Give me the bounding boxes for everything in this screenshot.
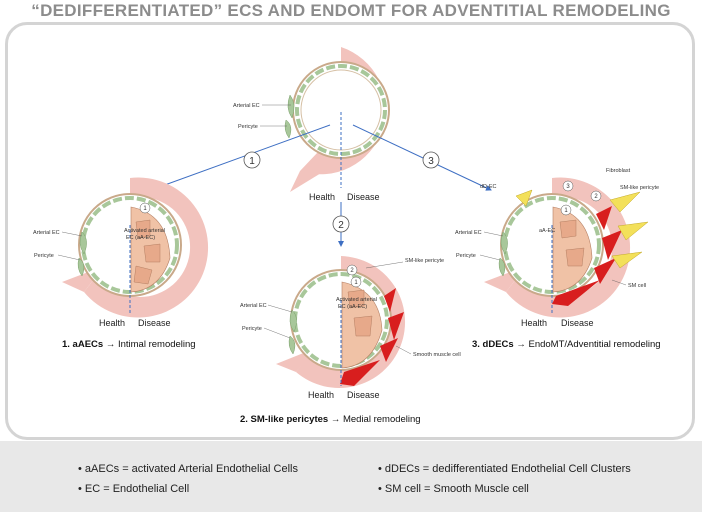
svg-text:2: 2	[594, 194, 598, 200]
svg-text:1: 1	[143, 206, 147, 212]
p3-disease-label: Disease	[561, 318, 594, 328]
top-health-label: Health	[309, 192, 335, 202]
top-pericyte-label: Pericyte	[238, 124, 258, 130]
step-3-number: 3	[428, 156, 434, 167]
p1-activated-ec-label-2: EC (aA-EC)	[126, 235, 155, 241]
legend-item-ddecs: • dDECs = dedifferentiated Endothelial C…	[378, 463, 631, 475]
step-3-marker: 3	[422, 151, 440, 169]
top-disease-label: Disease	[347, 192, 380, 202]
legend-footer: • aAECs = activated Arterial Endothelial…	[0, 441, 702, 512]
step-2-marker: 2	[332, 215, 350, 233]
p3-pericyte-label: Pericyte	[456, 253, 476, 259]
svg-text:2: 2	[350, 268, 354, 274]
p2-smooth-muscle-label: Smooth muscle cell	[413, 352, 461, 358]
p2-pericyte-label: Pericyte	[242, 326, 262, 332]
caption-panel-3: 3. dDECs → EndoMT/Adventitial remodeling	[472, 339, 661, 350]
vessel-panel-3: 3 2 1	[484, 177, 649, 318]
svg-text:1: 1	[354, 280, 358, 286]
p1-arterial-ec-label: Arterial EC	[33, 230, 60, 236]
p3-aa-ec-label: aA-EC	[539, 228, 555, 234]
vessel-panel-1: 1	[62, 177, 209, 318]
p3-sm-like-pericyte-label: SM-like pericyte	[620, 185, 659, 191]
p1-disease-label: Disease	[138, 318, 171, 328]
p3-fibroblast-label: Fibroblast	[606, 168, 631, 174]
p3-sm-cell-label: SM cell	[628, 283, 646, 289]
caption-panel-2: 2. SM-like pericytes → Medial remodeling	[240, 414, 421, 425]
step-1-marker: 1	[243, 151, 261, 169]
legend-item-aaecs: • aAECs = activated Arterial Endothelial…	[78, 463, 298, 475]
p2-arterial-ec-label: Arterial EC	[240, 303, 267, 309]
figure-title: “DEDIFFERENTIATED” ECS AND ENDOMT FOR AD…	[31, 1, 671, 20]
arrow-to-panel-1	[150, 124, 331, 192]
p1-activated-ec-label-1: Activated arterial	[124, 228, 165, 234]
p3-arterial-ec-label: Arterial EC	[455, 230, 482, 236]
dd-ec-label: dD-EC	[480, 184, 497, 190]
p2-health-label: Health	[308, 390, 334, 400]
p3-health-label: Health	[521, 318, 547, 328]
p2-disease-label: Disease	[347, 390, 380, 400]
legend-item-ec: • EC = Endothelial Cell	[78, 483, 190, 495]
diagram: Arterial EC Pericyte Health Disease 1 2 …	[33, 47, 661, 425]
caption-panel-1: 1. aAECs → Intimal remodeling	[62, 339, 196, 350]
top-arterial-ec-label: Arterial EC	[233, 103, 260, 109]
vessel-top	[284, 47, 390, 192]
p1-health-label: Health	[99, 318, 125, 328]
p1-pericyte-label: Pericyte	[34, 253, 54, 259]
p2-activated-ec-label-1: Activated arterial	[336, 297, 377, 303]
step-1-number: 1	[249, 156, 255, 167]
vessel-panel-2: 2 1	[276, 256, 406, 388]
p2-activated-ec-label-2: EC (aA-EC)	[338, 304, 367, 310]
arrow-to-panel-3	[352, 124, 492, 191]
legend-item-sm-cell: • SM cell = Smooth Muscle cell	[378, 483, 529, 495]
svg-text:3: 3	[566, 184, 570, 190]
p2-sm-like-pericyte-label: SM-like pericyte	[405, 258, 444, 264]
step-2-number: 2	[338, 220, 344, 231]
svg-text:1: 1	[564, 208, 568, 214]
